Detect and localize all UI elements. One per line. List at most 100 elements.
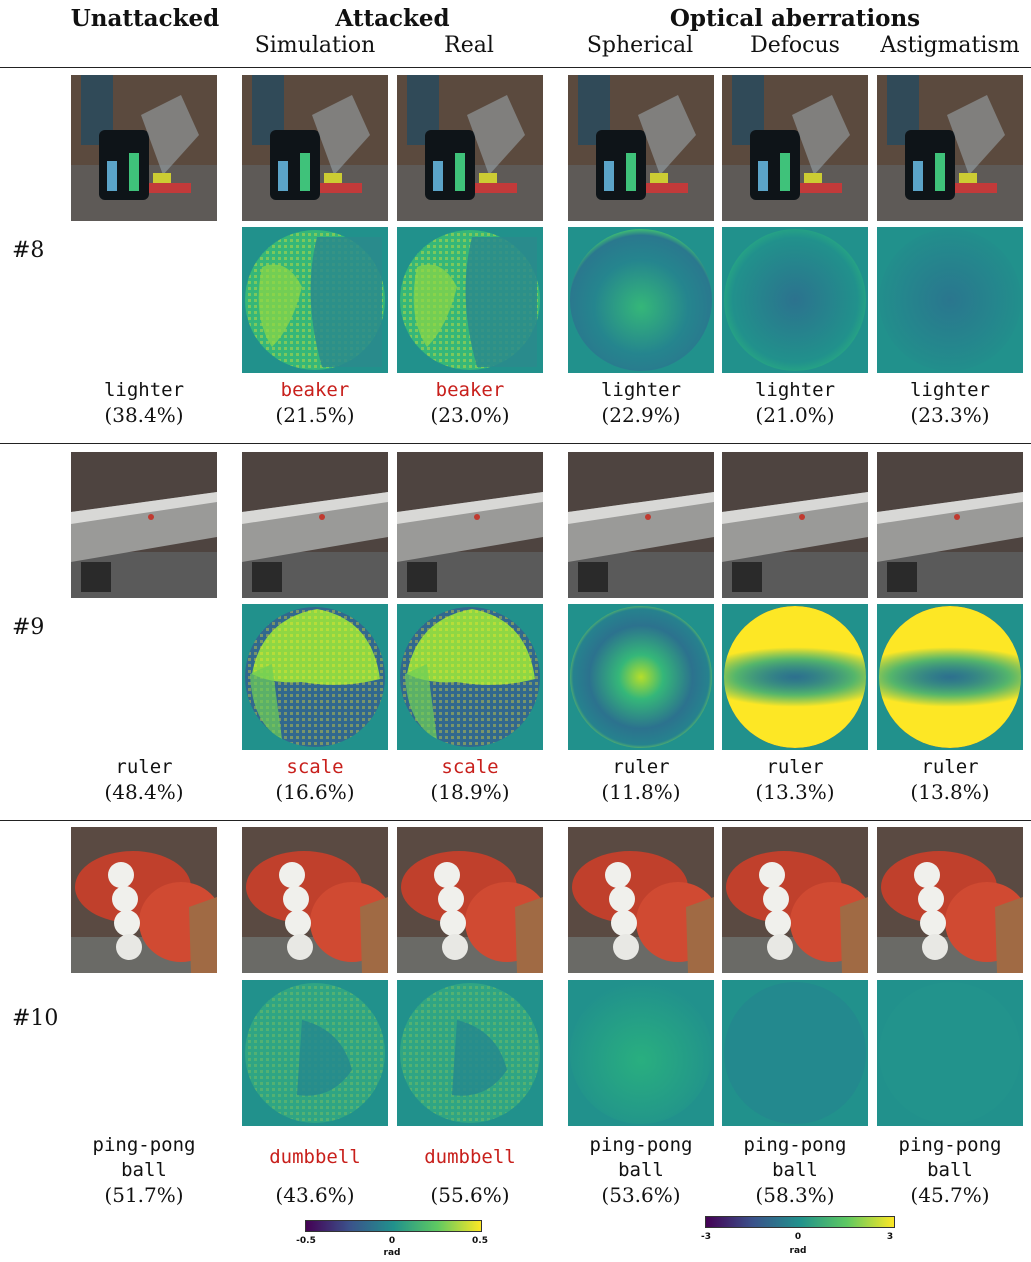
defocus-image	[722, 827, 868, 973]
astigmatism-image	[877, 75, 1023, 221]
header-astigmatism: Astigmatism	[880, 33, 1020, 58]
phase-map-astigmatism	[877, 604, 1023, 750]
colorbar-tick-mid: 0	[388, 1236, 396, 1246]
astigmatism-image	[877, 827, 1023, 973]
class-label: ping-pong	[92, 1134, 196, 1156]
caption-real: dumbbell (55.6%)	[392, 1145, 548, 1208]
colorbar-aberrations	[705, 1216, 895, 1228]
header-defocus: Defocus	[750, 33, 840, 58]
class-label: lighter	[103, 379, 185, 401]
class-label: dumbbell	[424, 1146, 516, 1168]
colorbar-unit: rad	[789, 1246, 807, 1256]
attacked-simulation-image	[242, 75, 388, 221]
colorbar-tick-max: 3	[886, 1232, 894, 1242]
phase-map-real	[397, 980, 543, 1126]
header-optical-aberrations: Optical aberrations	[669, 5, 921, 32]
class-label: ruler	[921, 756, 979, 778]
rule-top	[0, 67, 1031, 68]
defocus-image	[722, 452, 868, 598]
class-label: ruler	[766, 756, 824, 778]
phase-map-spherical	[568, 604, 714, 750]
row-label: #10	[12, 1006, 59, 1031]
row-label: #9	[12, 615, 45, 640]
colorbar-tick-mid: 0	[794, 1232, 802, 1242]
phase-map-defocus	[722, 604, 868, 750]
class-label: dumbbell	[269, 1146, 361, 1168]
confidence: (21.0%)	[755, 403, 835, 427]
attacked-real-image	[397, 75, 543, 221]
confidence: (13.3%)	[755, 780, 835, 804]
class-label-line2: ball	[772, 1159, 818, 1181]
confidence: (55.6%)	[430, 1183, 510, 1207]
caption-simulation: beaker(21.5%)	[237, 378, 393, 428]
caption-astigmatism: lighter(23.3%)	[872, 378, 1028, 428]
class-label: scale	[286, 756, 344, 778]
confidence: (45.7%)	[910, 1183, 990, 1207]
class-label: ping-pong	[743, 1134, 847, 1156]
phase-map-defocus	[722, 980, 868, 1126]
confidence: (51.7%)	[104, 1183, 184, 1207]
header-spherical: Spherical	[586, 33, 694, 58]
phase-map-simulation	[242, 980, 388, 1126]
header-real: Real	[444, 33, 494, 58]
colorbar-tick-min: -3	[701, 1232, 711, 1242]
colorbar-tick-max: 0.5	[472, 1236, 488, 1246]
confidence: (48.4%)	[104, 780, 184, 804]
confidence: (22.9%)	[601, 403, 681, 427]
class-label: ping-pong	[589, 1134, 693, 1156]
caption-real: scale(18.9%)	[392, 755, 548, 805]
attacked-real-image	[397, 827, 543, 973]
class-label: lighter	[754, 379, 836, 401]
confidence: (16.6%)	[275, 780, 355, 804]
phase-map-astigmatism	[877, 980, 1023, 1126]
class-label: ping-pong	[898, 1134, 1002, 1156]
phase-map-simulation	[242, 227, 388, 373]
unattacked-image	[71, 452, 217, 598]
attacked-simulation-image	[242, 452, 388, 598]
class-label-line2: ball	[618, 1159, 664, 1181]
caption-defocus: lighter(21.0%)	[717, 378, 873, 428]
colorbar-attacked	[305, 1220, 482, 1232]
confidence: (13.8%)	[910, 780, 990, 804]
caption-unattacked: ruler(48.4%)	[66, 755, 222, 805]
confidence: (23.0%)	[430, 403, 510, 427]
class-label: lighter	[600, 379, 682, 401]
confidence: (58.3%)	[755, 1183, 835, 1207]
attacked-real-image	[397, 452, 543, 598]
astigmatism-image	[877, 452, 1023, 598]
header-unattacked: Unattacked	[70, 5, 220, 32]
class-label: beaker	[280, 379, 350, 401]
spherical-image	[568, 452, 714, 598]
colorbar-unit: rad	[383, 1248, 401, 1258]
phase-map-spherical	[568, 227, 714, 373]
spherical-image	[568, 827, 714, 973]
confidence: (23.3%)	[910, 403, 990, 427]
caption-defocus: ping-pong ball(58.3%)	[717, 1133, 873, 1208]
header-simulation: Simulation	[254, 33, 376, 58]
class-label: beaker	[435, 379, 505, 401]
phase-map-astigmatism	[877, 227, 1023, 373]
caption-simulation: dumbbell (43.6%)	[237, 1145, 393, 1208]
caption-unattacked: lighter(38.4%)	[66, 378, 222, 428]
caption-defocus: ruler(13.3%)	[717, 755, 873, 805]
class-label: scale	[441, 756, 499, 778]
row-label: #8	[12, 238, 45, 263]
confidence: (18.9%)	[430, 780, 510, 804]
class-label: lighter	[909, 379, 991, 401]
caption-astigmatism: ruler(13.8%)	[872, 755, 1028, 805]
rule-between-8-9	[0, 443, 1031, 444]
header-attacked: Attacked	[335, 5, 450, 32]
colorbar-tick-min: -0.5	[296, 1236, 316, 1246]
caption-real: beaker(23.0%)	[392, 378, 548, 428]
phase-map-spherical	[568, 980, 714, 1126]
caption-unattacked: ping-pong ball(51.7%)	[66, 1133, 222, 1208]
rule-between-9-10	[0, 820, 1031, 821]
class-label: ruler	[115, 756, 173, 778]
confidence: (43.6%)	[275, 1183, 355, 1207]
class-label-line2: ball	[121, 1159, 167, 1181]
spherical-image	[568, 75, 714, 221]
caption-spherical: lighter(22.9%)	[563, 378, 719, 428]
confidence: (38.4%)	[104, 403, 184, 427]
confidence: (21.5%)	[275, 403, 355, 427]
